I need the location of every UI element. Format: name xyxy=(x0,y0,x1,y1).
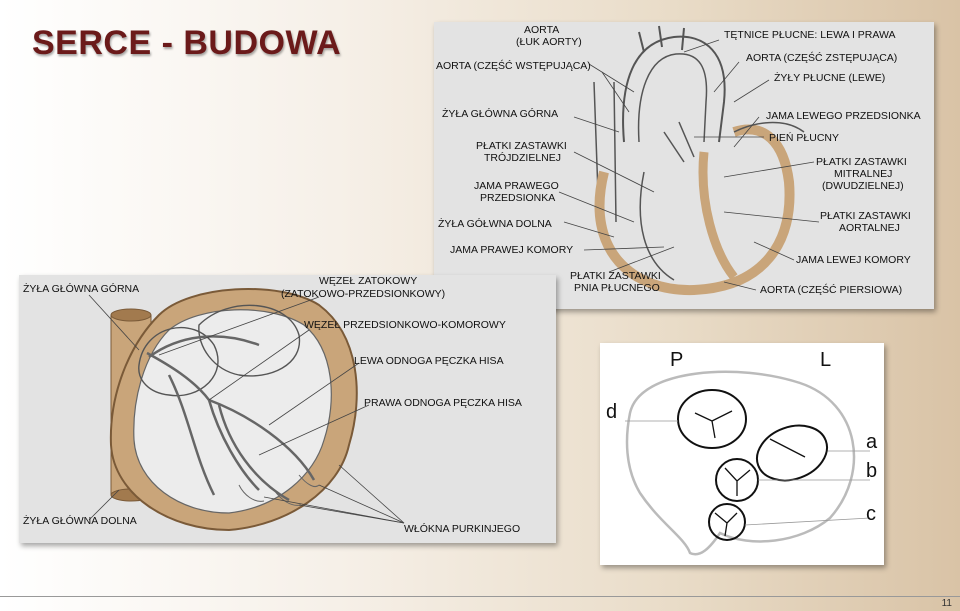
label-aortic-valve-1: PŁATKI ZASTAWKI xyxy=(820,210,911,222)
page-title: SERCE - BUDOWA xyxy=(32,24,342,62)
footer-divider xyxy=(0,596,960,597)
label-pulmonary-trunk: PIEŃ PŁUCNY xyxy=(769,132,840,144)
label-av-node: WĘZEŁ PRZEDSIONKOWO-KOMOROWY xyxy=(304,319,506,331)
valves-diagram: P L d a b c xyxy=(600,343,884,565)
label-superior-vena-cava-2: ŻYŁA GŁÓWNA GÓRNA xyxy=(23,283,140,295)
label-L: L xyxy=(820,349,832,371)
label-sa-node-2: (ZATOKOWO-PRZEDSIONKOWY) xyxy=(281,288,446,300)
label-right-ventricle: JAMA PRAWEJ KOMORY xyxy=(450,244,574,256)
page-number: 11 xyxy=(941,598,952,609)
label-tricuspid-2: TRÓJDZIELNEJ xyxy=(484,152,562,164)
label-pulmonary-arteries: TĘTNICE PŁUCNE: LEWA I PRAWA xyxy=(724,29,896,41)
label-mitral-2: MITRALNEJ xyxy=(834,168,893,180)
label-mitral-3: (DWUDZIELNEJ) xyxy=(822,180,904,192)
conduction-system-diagram: ŻYŁA GŁÓWNA GÓRNA WĘZEŁ ZATOKOWY (ZATOKO… xyxy=(19,275,556,543)
label-superior-vena-cava: ŻYŁA GŁÓWNA GÓRNA xyxy=(442,108,559,120)
label-P: P xyxy=(670,349,684,371)
label-left-bundle-branch: LEWA ODNOGA PĘCZKA HISA xyxy=(354,355,504,367)
valves-drawing xyxy=(625,370,871,556)
label-pulmonary-veins: ŻYŁY PŁUCNE (LEWE) xyxy=(774,72,886,84)
label-aorta-arch-1: AORTA xyxy=(524,24,560,36)
label-sa-node-1: WĘZEŁ ZATOKOWY xyxy=(319,275,418,287)
label-pulmonary-valve-1: PŁATKI ZASTAWKI xyxy=(570,270,661,282)
label-aortic-valve-2: AORTALNEJ xyxy=(839,222,900,234)
label-purkinje-fibers: WŁÓKNA PURKINJEGO xyxy=(404,523,521,535)
heart-structure-drawing xyxy=(558,25,820,296)
label-tricuspid-1: PŁATKI ZASTAWKI xyxy=(476,140,567,152)
label-ascending-aorta: AORTA (CZĘŚĆ WSTĘPUJĄCA) xyxy=(436,60,591,72)
label-pulmonary-valve-2: PNIA PŁUCNEGO xyxy=(574,282,660,294)
label-a: a xyxy=(866,431,878,453)
label-left-atrium: JAMA LEWEGO PRZEDSIONKA xyxy=(766,110,921,122)
label-descending-aorta: AORTA (CZĘŚĆ ZSTĘPUJĄCA) xyxy=(746,52,898,64)
heart-structure-diagram: AORTA (ŁUK AORTY) TĘTNICE PŁUCNE: LEWA I… xyxy=(434,22,934,309)
label-right-bundle-branch: PRAWA ODNOGA PĘCZKA HISA xyxy=(364,397,522,409)
label-inferior-vena-cava-2: ŻYŁA GŁÓWNA DOLNA xyxy=(23,515,137,527)
conduction-system-drawing xyxy=(88,287,405,532)
label-mitral-1: PŁATKI ZASTAWKI xyxy=(816,156,907,168)
label-right-atrium-2: PRZEDSIONKA xyxy=(480,192,556,204)
label-left-ventricle: JAMA LEWEJ KOMORY xyxy=(796,254,911,266)
label-d: d xyxy=(606,401,618,423)
label-aorta-arch-2: (ŁUK AORTY) xyxy=(516,36,582,48)
label-thoracic-aorta: AORTA (CZĘŚĆ PIERSIOWA) xyxy=(760,284,903,296)
label-b: b xyxy=(866,460,878,482)
label-c: c xyxy=(866,503,876,525)
label-right-atrium-1: JAMA PRAWEGO xyxy=(474,180,559,192)
label-inferior-vena-cava: ŻYŁA GÓŁWNA DOLNA xyxy=(438,218,552,230)
